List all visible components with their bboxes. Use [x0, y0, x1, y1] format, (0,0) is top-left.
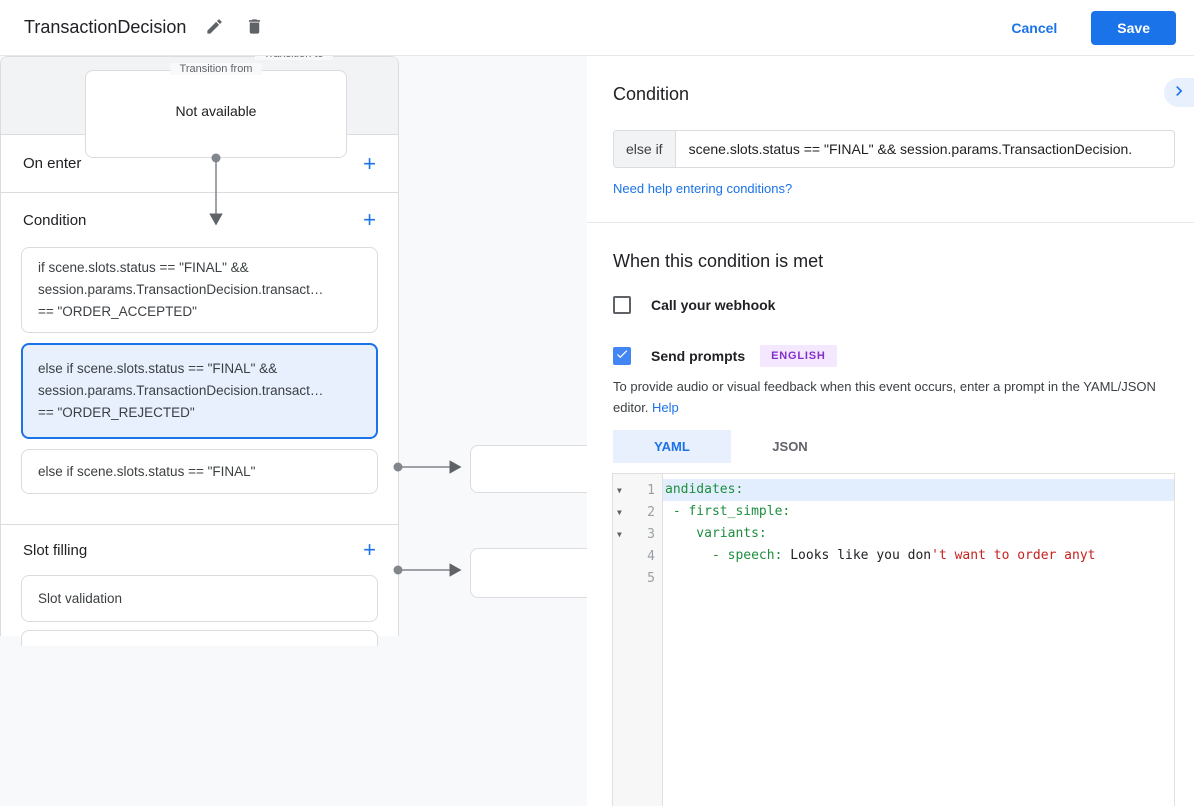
send-prompts-row: Send prompts ENGLISH: [613, 345, 837, 367]
page-title: TransactionDecision: [24, 17, 187, 37]
checkmark-icon: [615, 347, 629, 366]
tab-json[interactable]: JSON: [772, 439, 808, 454]
add-condition-button[interactable]: +: [363, 207, 376, 232]
panel-divider: [587, 222, 1194, 223]
condition-prefix: else if: [614, 131, 676, 167]
panel-title: Condition: [613, 84, 690, 104]
send-prompts-label: Send prompts: [651, 348, 746, 364]
slot-filling-section: Slot filling + Slot validation: [1, 525, 398, 646]
transition-from-content: Not available: [175, 103, 257, 119]
condition-section: Condition + if scene.slots.status == "FI…: [1, 193, 398, 525]
tab-yaml[interactable]: YAML: [613, 430, 731, 463]
edit-scene-button[interactable]: [202, 16, 226, 40]
collapse-panel-button[interactable]: [1164, 78, 1194, 107]
call-webhook-checkbox[interactable]: [613, 296, 631, 314]
fold-toggle-icon[interactable]: ▼: [617, 485, 622, 495]
code-line: - first_simple:: [665, 504, 791, 519]
language-badge: ENGLISH: [760, 345, 837, 367]
condition-editor-panel: Condition else if scene.slots.status == …: [587, 56, 1194, 806]
add-slot-button[interactable]: +: [363, 537, 376, 562]
trash-icon: [245, 17, 264, 39]
cancel-button[interactable]: Cancel: [1011, 19, 1058, 36]
condition-section-label: Condition: [23, 211, 87, 229]
condition-card-accepted[interactable]: if scene.slots.status == "FINAL" && sess…: [21, 247, 378, 333]
on-enter-label: On enter: [23, 155, 82, 172]
editor-code-area[interactable]: andidates: - first_simple: variants: - s…: [663, 474, 1174, 806]
top-bar: TransactionDecision Cancel Save: [0, 0, 1194, 56]
editor-format-tabs: YAML JSON: [613, 430, 849, 463]
condition-expression-value[interactable]: scene.slots.status == "FINAL" && session…: [688, 141, 1133, 157]
editor-gutter: ▼ 1 ▼ 2 ▼ 3 4 5: [613, 474, 663, 806]
code-line: variants:: [665, 526, 767, 541]
call-webhook-row: Call your webhook: [613, 296, 775, 314]
call-webhook-label: Call your webhook: [651, 297, 776, 313]
transition-from-box: Transition from Not available: [85, 63, 347, 158]
slot-validation-card[interactable]: Slot validation: [21, 575, 378, 622]
prompt-description: To provide audio or visual feedback when…: [613, 379, 1156, 415]
help-link[interactable]: Help: [652, 400, 679, 415]
pencil-icon: [205, 17, 224, 39]
slot-filling-label: Slot filling: [23, 541, 88, 559]
fold-toggle-icon[interactable]: ▼: [617, 529, 622, 539]
on-enter-section: On enter +: [1, 135, 398, 193]
condition-expression-input[interactable]: else if scene.slots.status == "FINAL" &&…: [613, 130, 1175, 168]
chevron-right-icon: [1169, 81, 1189, 104]
delete-scene-button[interactable]: [242, 16, 266, 40]
condition-card-rejected-selected[interactable]: else if scene.slots.status == "FINAL" &&…: [21, 343, 378, 439]
code-line: [663, 567, 1174, 589]
transition-from-legend: Transition from: [170, 63, 262, 75]
slot-card-partial[interactable]: [21, 630, 378, 646]
transition-target-box-2[interactable]: [470, 548, 587, 598]
fold-toggle-icon[interactable]: ▼: [617, 507, 622, 517]
code-line: - speech: Looks like you don't want to o…: [665, 548, 1096, 563]
scene-diagram-canvas: Transition from Not available Transition…: [0, 56, 587, 806]
send-prompts-checkbox[interactable]: [613, 347, 631, 365]
code-line: andidates:: [663, 479, 1174, 501]
yaml-code-editor[interactable]: ▼ 1 ▼ 2 ▼ 3 4 5: [612, 473, 1175, 806]
transition-target-box-1[interactable]: [470, 445, 587, 493]
add-on-enter-button[interactable]: +: [363, 150, 376, 176]
transition-to-legend: Transition to: [254, 56, 333, 60]
condition-help-link[interactable]: Need help entering conditions?: [613, 181, 793, 196]
condition-card-final[interactable]: else if scene.slots.status == "FINAL": [21, 449, 378, 494]
when-condition-met-title: When this condition is met: [613, 251, 824, 271]
save-button[interactable]: Save: [1091, 10, 1176, 45]
